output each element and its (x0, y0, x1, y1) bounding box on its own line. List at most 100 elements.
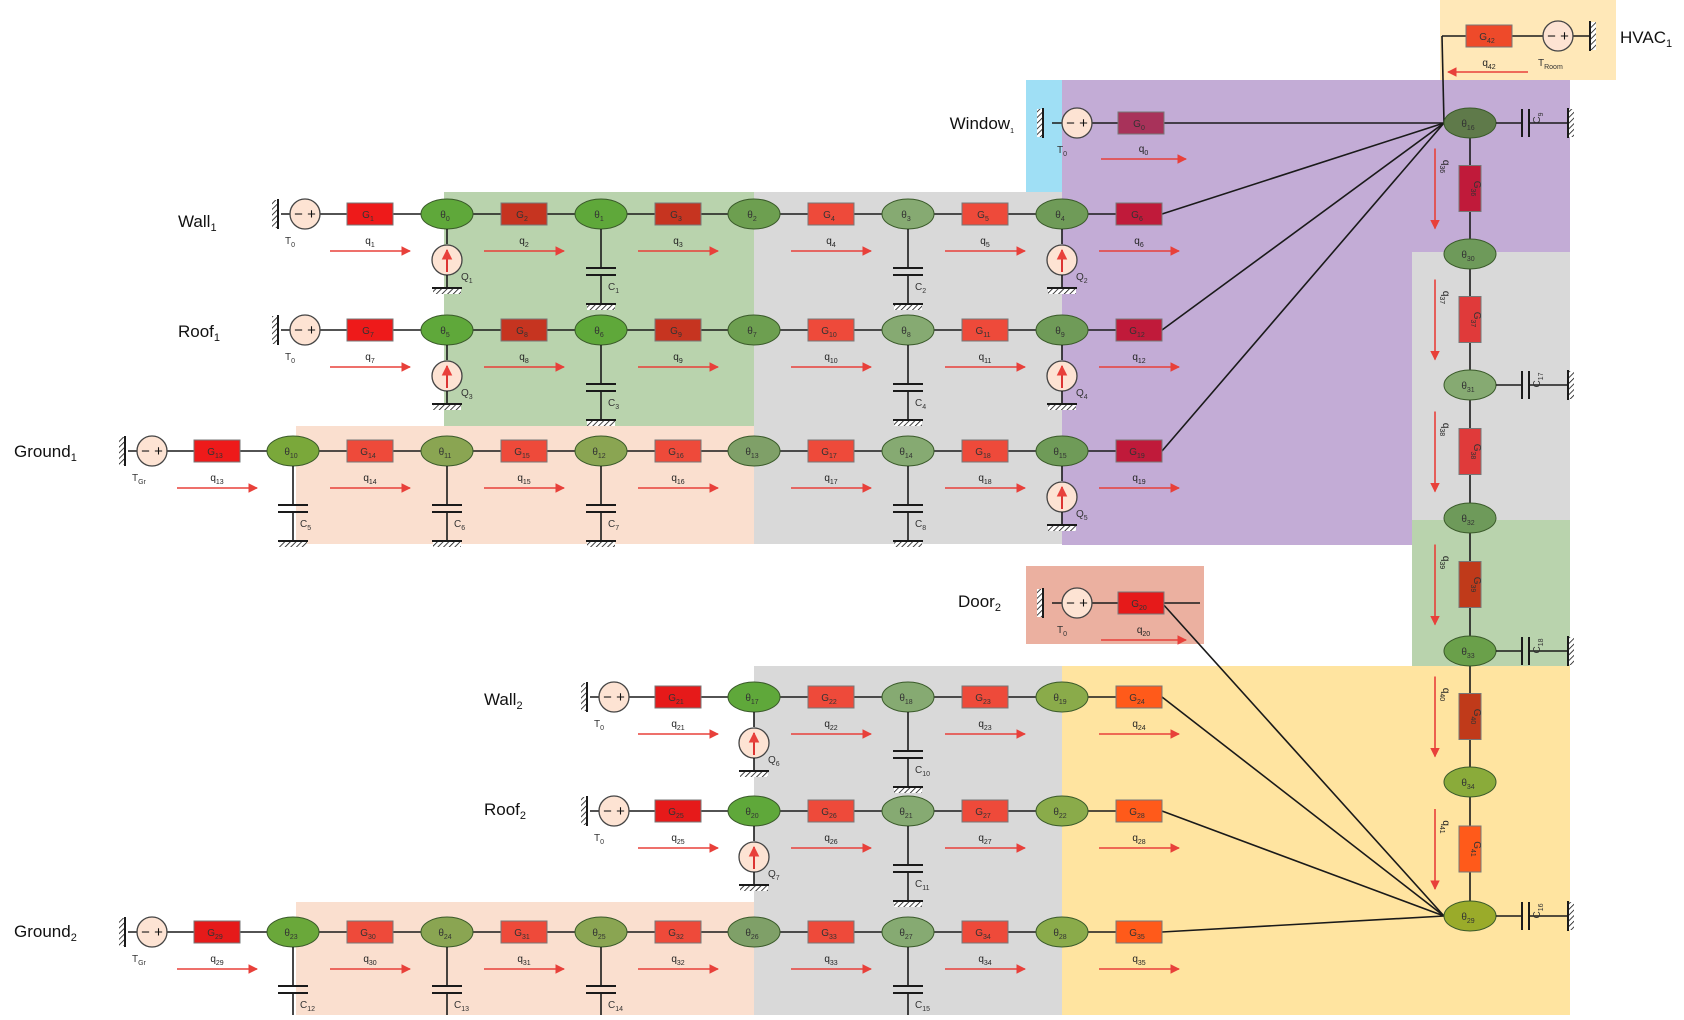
conductance-label: G27 (975, 807, 991, 820)
flow-label-q37: q37 (1438, 291, 1451, 304)
node-theta8: θ8 (881, 314, 935, 346)
conductance-label: G21 (668, 693, 684, 706)
node-label: θ1 (594, 210, 604, 223)
conductance-label: G0 (1133, 119, 1145, 132)
conductance-g38: G38 (1458, 428, 1482, 475)
conductance-g18: G18 (961, 439, 1009, 463)
node-label: θ34 (1461, 778, 1474, 791)
conductance-g21: G21 (654, 685, 702, 709)
flow-label-q35: q35 (1132, 954, 1145, 967)
node-theta1: θ1 (574, 198, 628, 230)
flow-label-q41: q41 (1438, 820, 1451, 833)
flow-label-q6: q6 (1134, 236, 1144, 249)
heat-source-label-q2: Q2 (1076, 272, 1088, 285)
node-label: θ27 (899, 928, 912, 941)
conductance-label: G39 (1469, 577, 1482, 593)
node-label: θ13 (745, 447, 758, 460)
conductance-label: G3 (670, 210, 682, 223)
heat-source-label-q3: Q3 (461, 388, 473, 401)
node-label: θ8 (901, 326, 911, 339)
conductance-g2: G2 (500, 202, 548, 226)
conductance-g17: G17 (807, 439, 855, 463)
fixed-wall-icon (119, 917, 126, 947)
conductance-label: G37 (1469, 312, 1482, 328)
flow-label-q15: q15 (517, 473, 530, 486)
capacitor-c13 (432, 947, 462, 1020)
ground-icon (586, 419, 616, 426)
conductance-g19: G19 (1115, 439, 1163, 463)
node-theta4: θ4 (1035, 198, 1089, 230)
label-roof-1: Roof1 (178, 322, 220, 344)
node-theta32: θ32 (1443, 502, 1497, 534)
conductance-label: G30 (360, 928, 376, 941)
fixed-wall-icon (119, 436, 126, 466)
flow-label-q28: q28 (1132, 833, 1145, 846)
node-label: θ20 (745, 807, 758, 820)
conductance-label: G19 (1129, 447, 1145, 460)
flow-label-q1: q1 (365, 236, 375, 249)
capacitor-label-c6: C6 (454, 519, 465, 532)
node-label: θ10 (284, 447, 297, 460)
flow-label-q22: q22 (824, 719, 837, 732)
conductance-label: G23 (975, 693, 991, 706)
conductance-label: G15 (514, 447, 530, 460)
conductance-g5: G5 (961, 202, 1009, 226)
svg-text:− +: − + (1066, 115, 1088, 132)
conductance-label: G35 (1129, 928, 1145, 941)
node-label: θ21 (899, 807, 912, 820)
ground-icon (1047, 403, 1077, 410)
node-theta34: θ34 (1443, 766, 1497, 798)
conductance-g13: G13 (193, 439, 241, 463)
node-label: θ4 (1055, 210, 1065, 223)
svg-text:− +: − + (141, 443, 163, 460)
conductance-g12: G12 (1115, 318, 1163, 342)
conductance-g16: G16 (654, 439, 702, 463)
conductance-g11: G11 (961, 318, 1009, 342)
flow-label-q24: q24 (1132, 719, 1145, 732)
capacitor-c2 (893, 229, 923, 304)
door-zone (1026, 566, 1204, 644)
link-to-theta29 (1161, 915, 1445, 933)
node-label: θ17 (745, 693, 758, 706)
conductance-label: G33 (821, 928, 837, 941)
node-label: θ24 (438, 928, 451, 941)
conductance-label: G16 (668, 447, 684, 460)
node-label: θ25 (592, 928, 605, 941)
fixed-wall-icon (1567, 901, 1574, 931)
conductance-label: G41 (1469, 841, 1482, 857)
node-label: θ26 (745, 928, 758, 941)
fixed-wall-icon (581, 796, 588, 826)
flow-label-q21: q21 (671, 719, 684, 732)
capacitor-label-c13: C13 (454, 1000, 469, 1013)
conductance-label: G10 (821, 326, 837, 339)
node-theta7: θ7 (727, 314, 781, 346)
node-label: θ15 (1053, 447, 1066, 460)
ground-icon (893, 419, 923, 426)
capacitor-label-c5: C5 (300, 519, 311, 532)
capacitor-c7 (586, 466, 616, 541)
temperature-source-label: TRoom (1538, 58, 1563, 71)
temperature-source-icon: − + (598, 681, 630, 713)
conductance-g6: G6 (1115, 202, 1163, 226)
conductance-g32: G32 (654, 920, 702, 944)
flow-label-q39: q39 (1438, 556, 1451, 569)
conductance-label: G40 (1469, 709, 1482, 725)
flow-label-q27: q27 (978, 833, 991, 846)
conductance-g26: G26 (807, 799, 855, 823)
flow-label-q20: q20 (1137, 625, 1150, 638)
svg-text:− +: − + (294, 206, 316, 223)
node-label: θ33 (1461, 647, 1474, 660)
node-label: θ31 (1461, 381, 1474, 394)
node-theta28: θ28 (1035, 916, 1089, 948)
node-theta2: θ2 (727, 198, 781, 230)
node-theta15: θ15 (1035, 435, 1089, 467)
flow-label-q11: q11 (979, 352, 992, 365)
fixed-wall-icon (1567, 108, 1574, 138)
temperature-source-icon: − + (136, 435, 168, 467)
node-label: θ16 (1461, 119, 1474, 132)
capacitor-c4 (893, 345, 923, 420)
flow-label-q40: q40 (1438, 688, 1451, 701)
conductance-label: G42 (1479, 32, 1495, 45)
temperature-source-label: T0 (594, 833, 604, 846)
capacitor-label-c8: C8 (915, 519, 926, 532)
